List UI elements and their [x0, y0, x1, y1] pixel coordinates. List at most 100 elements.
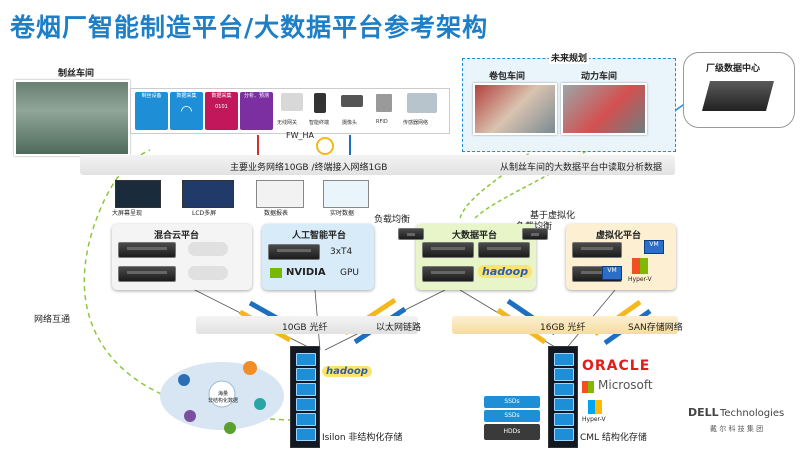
ai-server: [268, 244, 320, 260]
factory-dc-title: 厂级数据中心: [706, 64, 761, 74]
factory-dc-panel: 厂级数据中心: [683, 52, 795, 128]
tile-data: 数据采集 0101: [205, 92, 238, 130]
fw-ha-ring-icon: [316, 137, 334, 155]
unstructured-label: 非结构化数据: [208, 398, 239, 404]
load-balancer-right: [522, 228, 548, 240]
app-realtime-label: 实时数据: [330, 210, 355, 217]
app-report-label: 数据报表: [264, 210, 289, 217]
ai-platform-title: 人工智能平台: [292, 231, 347, 241]
virtualization-platform-panel: 虚拟化平台 VM VM Hyper-V: [566, 224, 676, 290]
cml-rack-unit: [554, 353, 574, 366]
bigdata-platform-title: 大数据平台: [452, 231, 498, 241]
cloud-icon-2: [188, 266, 228, 280]
vm-badge-1: VM: [644, 240, 664, 254]
app-screen-bigscreen: [115, 180, 161, 208]
hyperv-label: Hyper-V: [582, 416, 606, 423]
tile-analysis: 分析、预测: [240, 92, 273, 130]
binary-icon: 0101: [215, 104, 228, 110]
wireless-gateway-icon: [281, 93, 303, 111]
app-screen-report: [256, 180, 304, 208]
bigdata-server-1: [422, 242, 474, 258]
device-sensor-network: 传感器网络: [403, 120, 429, 126]
unstructured-data-map: [160, 361, 284, 434]
cml-rack-unit: [554, 428, 574, 441]
power-workshop-title: 动力车间: [581, 72, 618, 82]
read-data-label: 从制丝车间的大数据平台中读取分析数据: [500, 163, 663, 173]
network-interconnect-label: 网络互通: [34, 315, 71, 325]
nvidia-logo-icon: [270, 268, 282, 278]
future-plan-title: 未来规划: [549, 51, 590, 64]
dell-cn-label: 戴 尔 科 技 集 团: [710, 425, 764, 433]
data-node-green: [224, 422, 236, 434]
device-camera: 摄像头: [342, 120, 358, 126]
cml-rack: [548, 346, 578, 448]
device-rfid: RFID: [376, 119, 388, 125]
main-network-label: 主要业务网络10GB /终端接入网络1GB: [230, 163, 388, 173]
cml-rack-unit: [554, 398, 574, 411]
camera-icon: [341, 95, 363, 107]
ai-vendor: NVIDIA: [286, 267, 326, 278]
tile-wifi: 数据采集 ◠: [170, 92, 203, 130]
smart-terminal-icon: [314, 93, 326, 113]
isilon-rack-unit: [296, 428, 316, 441]
virtualization-label: 基于虚拟化: [530, 211, 576, 221]
microsoft-label: Microsoft: [598, 378, 653, 392]
tile-equipment-label: 制丝设备: [141, 93, 162, 99]
technologies-label: Technologies: [720, 408, 785, 419]
load-balancer-left: [398, 228, 424, 240]
isilon-rack-unit: [296, 398, 316, 411]
isilon-hadoop-logo: hadoop: [322, 366, 372, 377]
tile-equipment: 制丝设备: [135, 92, 168, 130]
left-fiber-label: 10GB 光纤: [282, 323, 328, 333]
tile-analysis-label: 分析、预测: [243, 93, 269, 99]
ai-gpu: GPU: [340, 268, 359, 278]
ssd-tier-2: SSDs: [484, 410, 540, 422]
main-network-band: 主要业务网络10GB /终端接入网络1GB 从制丝车间的大数据平台中读取分析数据: [80, 155, 675, 175]
windows-logo-icon: [632, 258, 648, 274]
tile-data-label: 数据采集: [211, 93, 232, 99]
power-workshop-photo: [561, 83, 647, 135]
isilon-rack-unit: [296, 383, 316, 396]
datacenter-servers-icon: [701, 81, 775, 111]
data-node-center: [208, 380, 236, 408]
microsoft-logo-icon: [582, 381, 594, 393]
wifi-icon: ◠: [180, 103, 193, 119]
app-lcd-label: LCD多屏: [192, 210, 217, 217]
data-node-orange: [243, 361, 257, 375]
isilon-rack-unit: [296, 413, 316, 426]
cml-storage-label: CML 结构化存储: [580, 433, 647, 443]
hybrid-cloud-panel: 混合云平台: [112, 224, 252, 290]
isilon-rack-unit: [296, 368, 316, 381]
device-smart-terminal: 智能终端: [309, 120, 330, 126]
hybrid-cloud-title: 混合云平台: [154, 231, 200, 241]
workshop-photo: [14, 80, 130, 156]
hdd-tier: HDDs: [484, 424, 540, 440]
packing-workshop-photo: [473, 83, 557, 135]
virt-hyperv: Hyper-V: [628, 276, 652, 283]
app-screen-lcd: [182, 180, 234, 208]
oracle-logo: ORACLE: [582, 358, 651, 374]
dell-logo: DELL: [688, 406, 719, 419]
cml-rack-unit: [554, 383, 574, 396]
hybrid-server-1: [118, 242, 176, 258]
page-title: 卷烟厂智能制造平台/大数据平台参考架构: [10, 13, 489, 42]
isilon-storage-label: Isilon 非结构化存储: [322, 433, 403, 443]
right-fiber-label: 16GB 光纤: [540, 323, 586, 333]
isilon-rack: [290, 346, 320, 448]
ai-platform-panel: 人工智能平台 3xT4 NVIDIA GPU: [262, 224, 374, 290]
rfid-icon: [376, 94, 392, 112]
bigdata-hadoop-logo: hadoop: [478, 265, 533, 278]
workshop-strip: 制丝设备 数据采集 ◠ 数据采集 0101 分析、预测 无线网关 智能终端 摄像…: [130, 88, 450, 134]
app-screen-realtime: [323, 180, 369, 208]
app-bigscreen-label: 大屏幕呈现: [112, 210, 143, 217]
sensor-network-icon: [407, 93, 437, 113]
ssd-tier-1: SSDs: [484, 396, 540, 408]
fw-ha-label: FW_HA: [286, 131, 314, 140]
data-node-blue: [178, 374, 190, 386]
data-node-teal: [254, 398, 266, 410]
bigdata-platform-panel: 大数据平台 hadoop: [416, 224, 536, 290]
vm-badge-2: VM: [602, 266, 622, 280]
bigdata-server-2: [478, 242, 530, 258]
hybrid-server-2: [118, 266, 176, 282]
san-label: SAN存储网络: [628, 323, 683, 333]
